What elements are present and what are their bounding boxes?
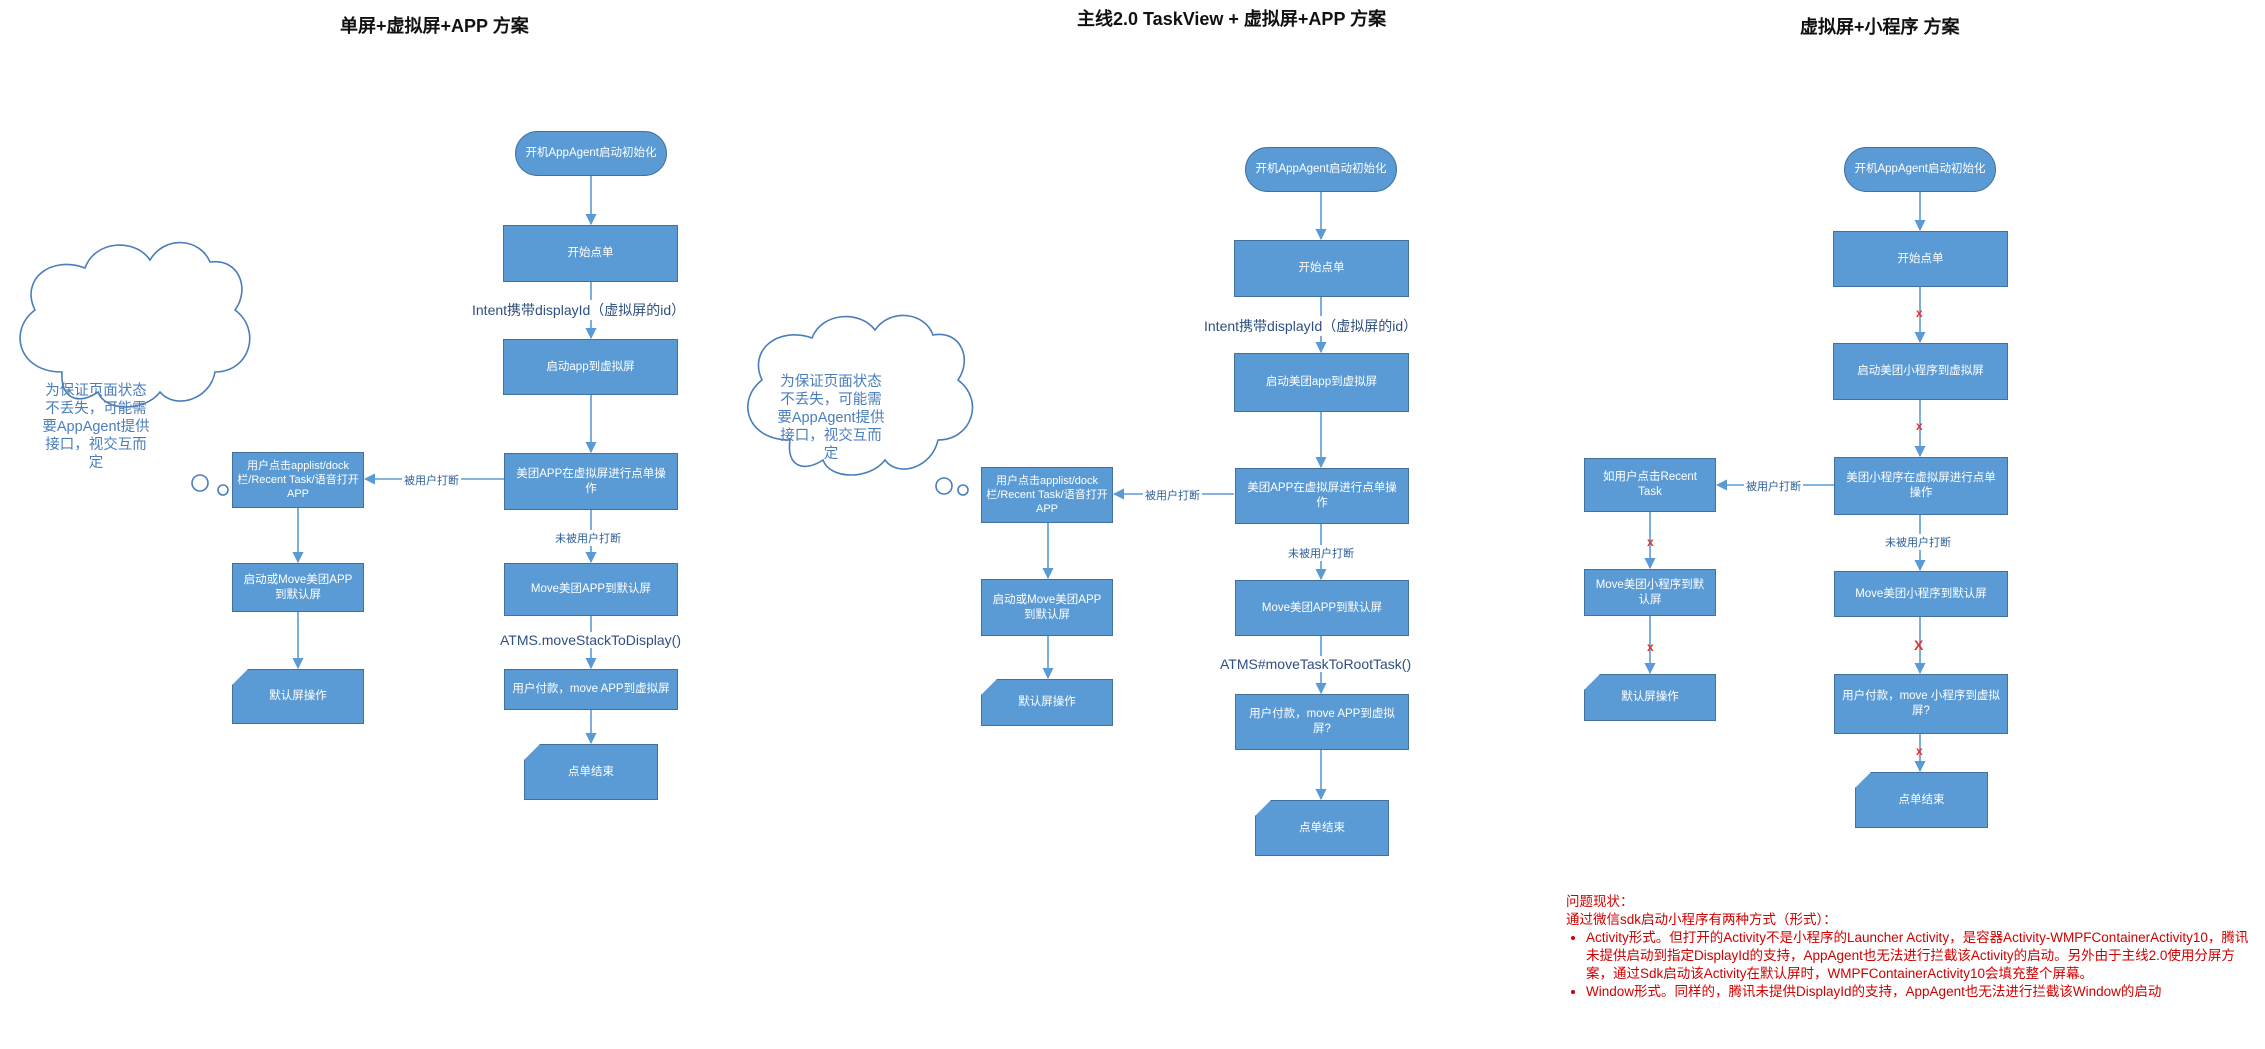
column2-title: 主线2.0 TaskView + 虚拟屏+APP 方案 bbox=[1077, 9, 1387, 29]
column1-step-start-order: 开始点单 bbox=[503, 225, 678, 282]
column1-step-launch-virtual: 启动app到虚拟屏 bbox=[503, 339, 678, 395]
column2-end-node: 点单结束 bbox=[1255, 800, 1389, 856]
column1-label-interrupted: 被用户打断 bbox=[402, 472, 461, 488]
column3-end-node: 点单结束 bbox=[1855, 772, 1988, 828]
column3-branch-user-action: 如用户点击Recent Task bbox=[1584, 458, 1716, 512]
column1-label-atms: ATMS.moveStackToDisplay() bbox=[498, 632, 684, 648]
column1-step-move-default: Move美团APP到默认屏 bbox=[504, 563, 678, 616]
column3-x-mark-4: x bbox=[1916, 744, 1923, 758]
column3-x-mark-3: X bbox=[1914, 637, 1924, 653]
column1-label-intent: Intent携带displayId（虚拟屏的id） bbox=[470, 300, 688, 320]
column3-branch-move-default: Move美团小程序到默认屏 bbox=[1584, 569, 1716, 616]
column1-end-node: 点单结束 bbox=[524, 744, 658, 800]
column3-branch-x-mark-1: x bbox=[1647, 535, 1654, 549]
column2-cloud bbox=[747, 314, 974, 496]
column2-step-move-default: Move美团APP到默认屏 bbox=[1235, 580, 1409, 636]
column2-step-launch-virtual: 启动美团app到虚拟屏 bbox=[1234, 353, 1409, 412]
column2-label-not-interrupted: 未被用户打断 bbox=[1286, 545, 1356, 561]
column2-branch-user-action: 用户点击applist/dock栏/Recent Task/语音打开APP bbox=[981, 467, 1113, 523]
column3-step-order-virtual: 美团小程序在虚拟屏进行点单操作 bbox=[1834, 457, 2008, 515]
column3-branch-default-op: 默认屏操作 bbox=[1584, 674, 1716, 721]
column1-step-payment: 用户付款，move APP到虚拟屏 bbox=[504, 669, 678, 710]
column2-cloud-text: 为保证页面状态不丢失，可能需要AppAgent提供接口，视交互而定 bbox=[777, 374, 885, 462]
column1-label-not-interrupted: 未被用户打断 bbox=[553, 530, 623, 546]
column3-step-launch-virtual: 启动美团小程序到虚拟屏 bbox=[1833, 343, 2008, 400]
column2-step-order-virtual: 美团APP在虚拟屏进行点单操作 bbox=[1235, 468, 1409, 524]
column2-step-payment: 用户付款，move APP到虚拟屏? bbox=[1235, 694, 1409, 750]
column1-branch-user-action: 用户点击applist/dock栏/Recent Task/语音打开APP bbox=[232, 452, 364, 508]
notes-bullet-window: Window形式。同样的，腾讯未提供DisplayId的支持，AppAgent也… bbox=[1586, 983, 2256, 1001]
notes-bullet-activity: Activity形式。但打开的Activity不是小程序的Launcher Ac… bbox=[1586, 929, 2256, 983]
notes-bullet-list: Activity形式。但打开的Activity不是小程序的Launcher Ac… bbox=[1566, 929, 2256, 1001]
column1-branch-default-op: 默认屏操作 bbox=[232, 669, 364, 724]
column3-step-payment: 用户付款，move 小程序到虚拟屏? bbox=[1834, 674, 2008, 734]
column3-x-mark-2: x bbox=[1916, 419, 1923, 433]
problem-notes: 问题现状： 通过微信sdk启动小程序有两种方式（形式）： Activity形式。… bbox=[1566, 893, 2256, 1001]
column1-cloud bbox=[19, 241, 251, 496]
column2-step-start-order: 开始点单 bbox=[1234, 240, 1409, 297]
column1-branch-move-default: 启动或Move美团APP到默认屏 bbox=[232, 563, 364, 612]
notes-intro: 通过微信sdk启动小程序有两种方式（形式）： bbox=[1566, 912, 1837, 927]
column2-label-intent: Intent携带displayId（虚拟屏的id） bbox=[1202, 316, 1420, 336]
notes-heading: 问题现状： bbox=[1566, 894, 1634, 909]
column3-step-start-order: 开始点单 bbox=[1833, 231, 2008, 287]
column3-branch-x-mark-2: x bbox=[1647, 640, 1654, 654]
column2-label-atms: ATMS#moveTaskToRootTask() bbox=[1218, 656, 1414, 672]
column3-title: 虚拟屏+小程序 方案 bbox=[1800, 17, 1960, 37]
column3-x-mark-1: x bbox=[1916, 306, 1923, 320]
column2-branch-default-op: 默认屏操作 bbox=[981, 679, 1113, 726]
column1-step-order-virtual: 美团APP在虚拟屏进行点单操作 bbox=[504, 453, 678, 510]
column3-step-move-default: Move美团小程序到默认屏 bbox=[1834, 571, 2008, 617]
column2-start-node: 开机AppAgent启动初始化 bbox=[1245, 147, 1397, 192]
column1-title: 单屏+虚拟屏+APP 方案 bbox=[340, 16, 529, 36]
column1-start-node: 开机AppAgent启动初始化 bbox=[515, 131, 667, 176]
column3-label-not-interrupted: 未被用户打断 bbox=[1883, 534, 1953, 550]
column1-cloud-text: 为保证页面状态不丢失，可能需要AppAgent提供接口，视交互而定 bbox=[42, 383, 150, 471]
column2-label-interrupted: 被用户打断 bbox=[1143, 487, 1202, 503]
column3-start-node: 开机AppAgent启动初始化 bbox=[1844, 147, 1996, 192]
column2-branch-move-default: 启动或Move美团APP到默认屏 bbox=[981, 579, 1113, 636]
column3-label-interrupted: 被用户打断 bbox=[1744, 478, 1803, 494]
